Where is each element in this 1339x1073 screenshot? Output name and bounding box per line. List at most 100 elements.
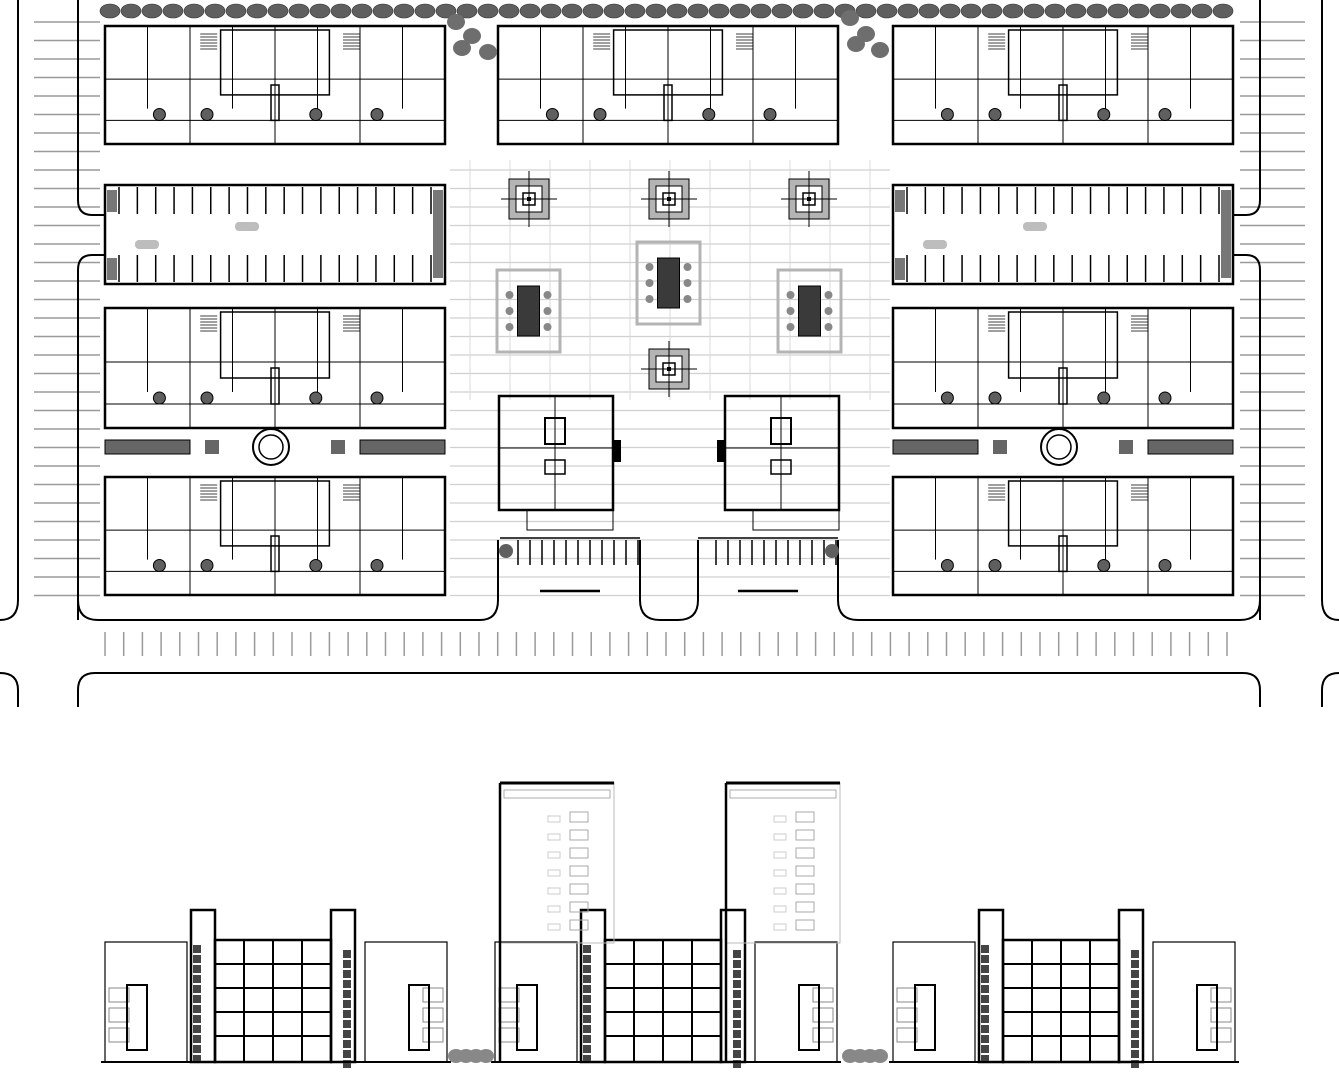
window xyxy=(896,1007,918,1023)
checker xyxy=(1131,990,1139,998)
shrub xyxy=(825,544,839,558)
residential-block xyxy=(103,475,447,597)
bench xyxy=(331,440,345,454)
courtyard xyxy=(612,29,724,96)
planter xyxy=(200,559,214,572)
stair xyxy=(663,84,673,122)
checker xyxy=(733,950,741,958)
planter xyxy=(309,108,323,121)
tree xyxy=(99,3,121,19)
building-elevation xyxy=(101,781,1239,1068)
checker xyxy=(1131,980,1139,988)
chair xyxy=(645,295,654,303)
tree xyxy=(1044,3,1066,19)
window xyxy=(547,887,561,895)
chair xyxy=(505,307,514,315)
elevation-tower xyxy=(724,781,841,1062)
checker xyxy=(193,1005,201,1013)
checker xyxy=(193,1015,201,1023)
planter xyxy=(702,108,716,121)
checker xyxy=(1131,950,1139,958)
window xyxy=(812,1027,834,1043)
hedge xyxy=(107,258,117,280)
table-frame xyxy=(635,240,702,326)
checker xyxy=(981,975,989,983)
planter xyxy=(763,108,777,121)
tree xyxy=(871,42,889,58)
table xyxy=(657,257,680,309)
planter xyxy=(593,108,607,121)
elevation-low-block xyxy=(889,908,1239,1068)
window xyxy=(569,829,589,841)
tower-plan xyxy=(717,394,841,531)
window xyxy=(547,869,561,877)
tree xyxy=(225,3,247,19)
checker xyxy=(981,945,989,953)
checker xyxy=(733,1020,741,1028)
parking-lots xyxy=(103,183,1235,286)
plaza-table xyxy=(776,268,843,354)
parking-lot xyxy=(103,183,447,286)
residential-block xyxy=(891,306,1235,430)
tree xyxy=(666,3,688,19)
road-edge xyxy=(0,0,19,621)
window xyxy=(812,987,834,1003)
bay xyxy=(126,984,148,1051)
chair xyxy=(543,307,552,315)
window xyxy=(1210,1027,1232,1043)
planter xyxy=(988,559,1002,572)
car xyxy=(923,240,947,249)
chair xyxy=(786,291,795,299)
checker xyxy=(583,995,591,1003)
residential-blocks xyxy=(103,24,1235,597)
tree xyxy=(162,3,184,19)
tree xyxy=(393,3,415,19)
checker xyxy=(343,950,351,958)
chair xyxy=(824,307,833,315)
road-edge xyxy=(1321,0,1339,621)
window xyxy=(795,865,815,877)
window xyxy=(795,919,815,931)
checker xyxy=(583,1005,591,1013)
car xyxy=(135,240,159,249)
tree xyxy=(729,3,751,19)
checker xyxy=(1131,1020,1139,1028)
checker xyxy=(1131,1040,1139,1048)
fountain-ring xyxy=(1040,428,1078,466)
checker xyxy=(583,1025,591,1033)
road-edge xyxy=(77,254,105,620)
checker xyxy=(583,1035,591,1043)
window xyxy=(1210,1007,1232,1023)
planter xyxy=(370,559,384,572)
tree xyxy=(351,3,373,19)
checker xyxy=(981,1045,989,1053)
stair xyxy=(270,535,280,573)
window xyxy=(812,1007,834,1023)
checker xyxy=(981,965,989,973)
tree xyxy=(267,3,289,19)
tower-porch xyxy=(752,509,840,531)
tree xyxy=(1128,3,1150,19)
tree xyxy=(453,40,471,56)
checker xyxy=(1131,1050,1139,1058)
planter xyxy=(1158,391,1172,405)
drop-off-bay xyxy=(698,537,839,593)
tree xyxy=(1212,3,1234,19)
tree xyxy=(309,3,331,19)
pavilion xyxy=(501,171,557,227)
checker xyxy=(733,1000,741,1008)
window xyxy=(795,901,815,913)
window xyxy=(547,833,561,841)
elevation-tree xyxy=(872,1049,888,1063)
planter xyxy=(309,391,323,405)
bay xyxy=(914,984,936,1051)
central-plaza xyxy=(495,171,843,397)
planter xyxy=(152,108,166,121)
tower-entry xyxy=(613,440,621,462)
hedge xyxy=(433,190,443,278)
window xyxy=(569,883,589,895)
chair xyxy=(824,323,833,331)
car xyxy=(235,222,259,231)
bay xyxy=(798,984,820,1051)
